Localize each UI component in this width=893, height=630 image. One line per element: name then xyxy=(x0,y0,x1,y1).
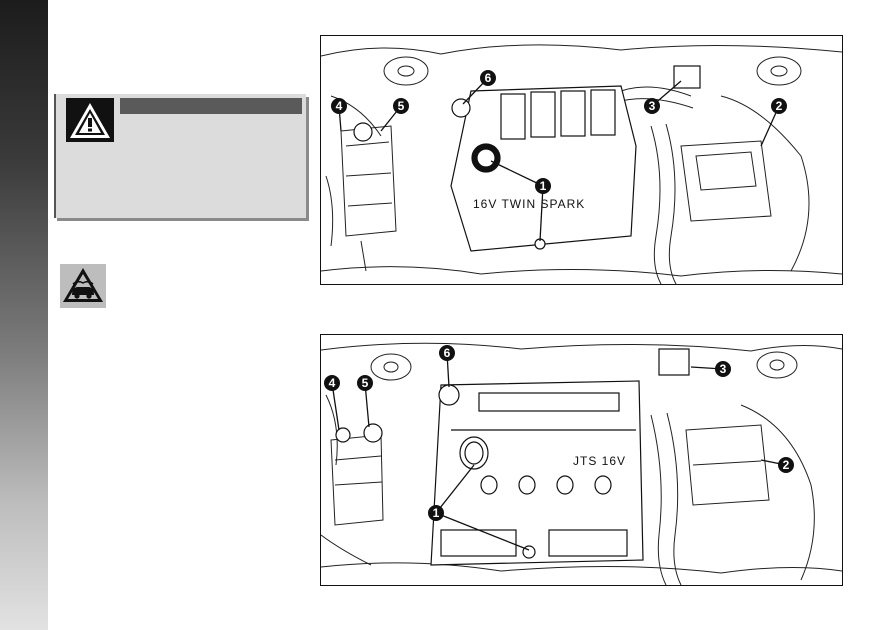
callout-4: 4 xyxy=(324,375,340,391)
engine-diagram-twin-spark: 16V TWIN SPARK 1 2 3 4 5 6 xyxy=(320,35,843,285)
callout-3: 3 xyxy=(644,98,660,114)
callout-1: 1 xyxy=(535,178,551,194)
callout-6: 6 xyxy=(439,345,455,361)
svg-text:5: 5 xyxy=(362,376,369,390)
svg-text:4: 4 xyxy=(329,376,336,390)
callout-4: 4 xyxy=(331,98,347,114)
warning-header-bar xyxy=(120,98,302,114)
callout-3: 3 xyxy=(715,361,731,377)
svg-text:6: 6 xyxy=(444,346,451,360)
callout-1: 1 xyxy=(428,505,444,521)
engine-label-twin-spark: 16V TWIN SPARK xyxy=(473,197,585,211)
svg-text:1: 1 xyxy=(540,179,547,193)
page-sidebar xyxy=(0,0,48,630)
warning-triangle-icon xyxy=(66,98,114,142)
car-environment-icon xyxy=(60,264,106,308)
engine-diagram-jts: JTS 16V 1 2 3 4 5 6 xyxy=(320,334,843,586)
callout-5: 5 xyxy=(393,98,409,114)
svg-text:2: 2 xyxy=(783,458,790,472)
svg-text:6: 6 xyxy=(485,71,492,85)
callout-2: 2 xyxy=(771,98,787,114)
callout-5: 5 xyxy=(357,375,373,391)
svg-text:2: 2 xyxy=(776,99,783,113)
warning-box xyxy=(54,94,306,218)
svg-text:1: 1 xyxy=(433,506,440,520)
callout-2: 2 xyxy=(778,457,794,473)
engine-label-jts: JTS 16V xyxy=(573,454,626,468)
svg-text:5: 5 xyxy=(398,99,405,113)
svg-text:3: 3 xyxy=(720,362,727,376)
svg-text:4: 4 xyxy=(336,99,343,113)
svg-text:3: 3 xyxy=(649,99,656,113)
callout-6: 6 xyxy=(480,70,496,86)
